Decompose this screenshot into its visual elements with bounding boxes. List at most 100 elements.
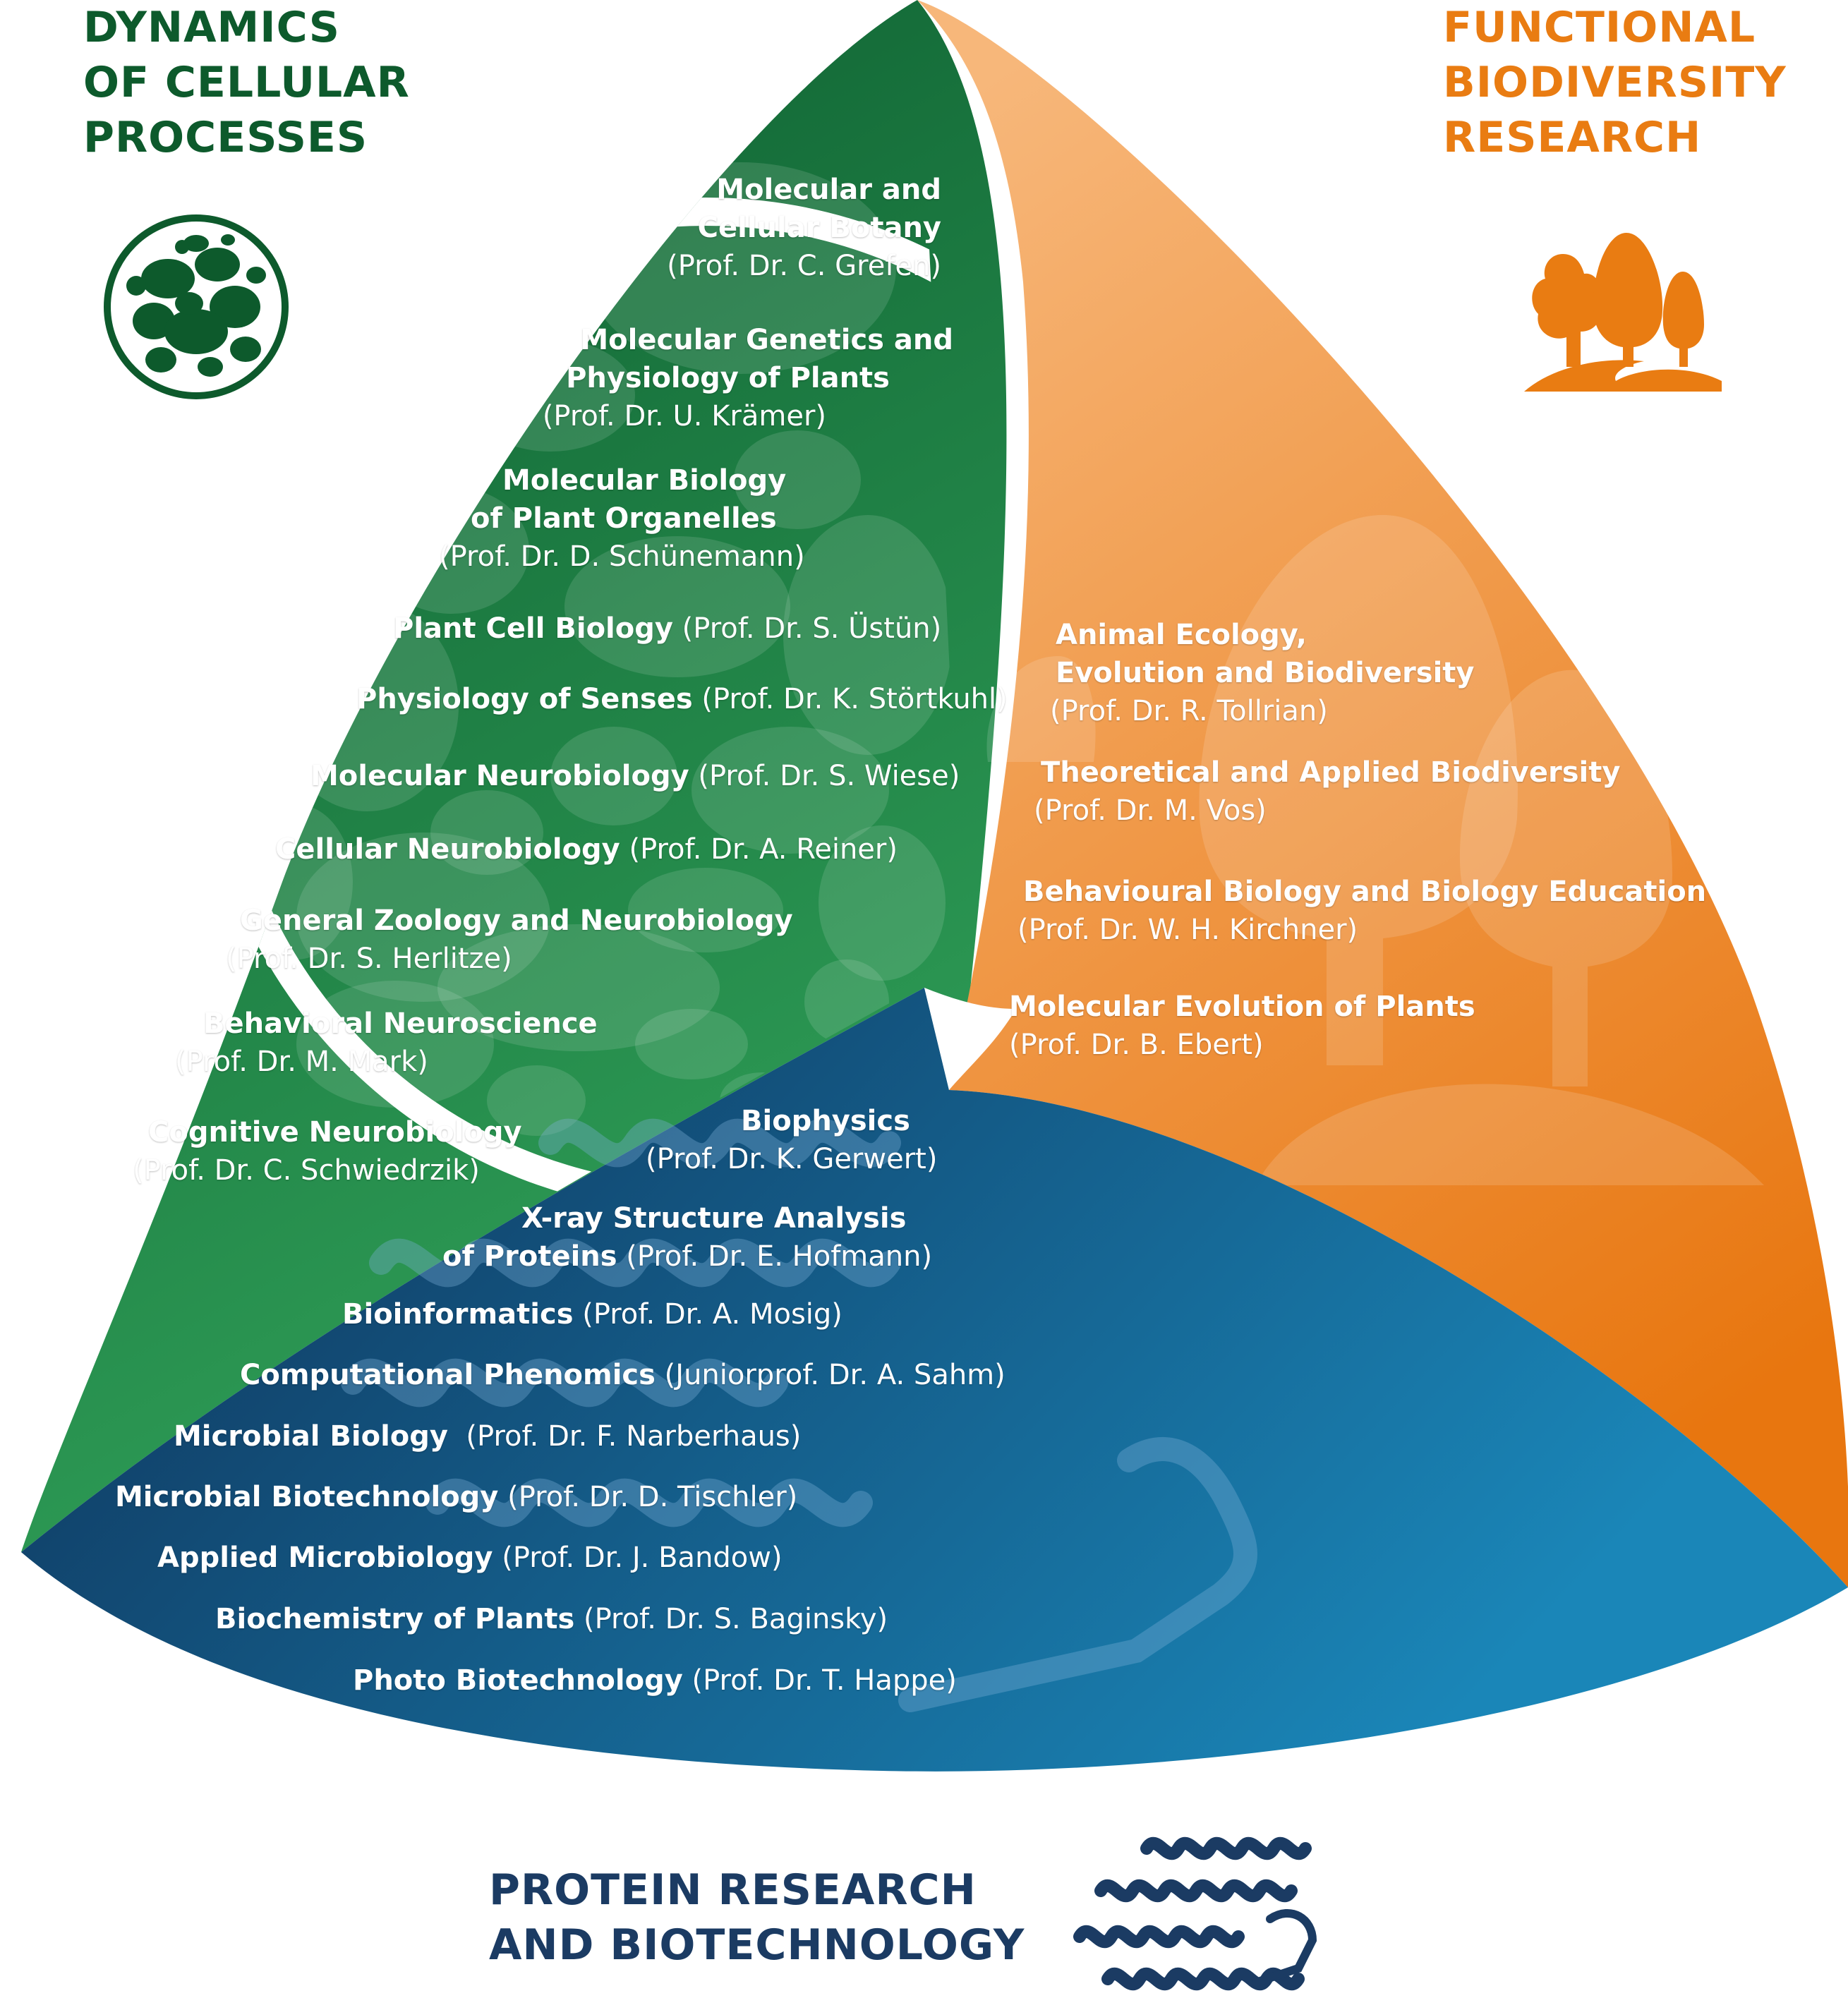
protein-sector — [21, 988, 1848, 1772]
group-general-zoology: General Zoology and Neurobiology (Prof. … — [226, 902, 793, 978]
group-name: Bioinformatics — [342, 1298, 574, 1331]
group-professor: (Prof. Dr. C. Grefen) — [667, 250, 941, 282]
group-professor: (Prof. Dr. T. Happe) — [682, 1664, 957, 1697]
cell-icon — [104, 214, 289, 399]
cell-icon-organelle — [145, 347, 176, 373]
cell-bubble — [437, 924, 720, 1051]
group-professor: (Juniorprof. Dr. A. Sahm) — [655, 1359, 1005, 1391]
cellular-sector — [21, 0, 1007, 1552]
cell-icon-organelle — [210, 286, 260, 328]
cell-icon-organelle — [230, 337, 261, 362]
group-name: Cellular Botany — [697, 212, 941, 244]
group-professor: (Prof. Dr. A. Mosig) — [573, 1298, 843, 1331]
group-plant-organelles: Molecular Biology of Plant Organelles (P… — [439, 461, 805, 576]
group-behavioral-neuroscience: Behavioral Neuroscience (Prof. Dr. M. Ma… — [175, 1005, 598, 1081]
cellular-title-line: OF CELLULAR — [83, 58, 410, 107]
cell-icon-organelle — [126, 276, 146, 296]
biodiversity-title: FUNCTIONAL BIODIVERSITY RESEARCH — [1443, 0, 1787, 165]
cell-bubble — [635, 1009, 748, 1079]
group-behavioural-biology: Behavioural Biology and Biology Educatio… — [1017, 873, 1706, 949]
group-name: X-ray Structure Analysis — [521, 1202, 907, 1235]
group-professor: (Prof. Dr. F. Narberhaus) — [447, 1420, 802, 1453]
group-professor: (Prof. Dr. D. Tischler) — [498, 1481, 798, 1513]
group-plant-cell-biology: Plant Cell Biology (Prof. Dr. S. Üstün) — [393, 610, 941, 648]
group-professor: (Prof. Dr. W. H. Kirchner) — [1017, 914, 1358, 946]
group-name: Physiology of Senses — [356, 683, 693, 715]
cell-bubble — [296, 981, 494, 1108]
group-professor: (Prof. Dr. C. Schwiedrzik) — [133, 1154, 480, 1187]
group-professor: (Prof. Dr. S. Herlitze) — [226, 943, 512, 975]
group-professor: (Prof. Dr. A. Reiner) — [620, 833, 898, 866]
group-cellular-botany: Molecular and Cellular Botany (Prof. Dr.… — [667, 171, 941, 285]
group-professor: (Prof. Dr. K. Störtkuhl) — [692, 683, 1008, 715]
group-name: Behavioral Neuroscience — [203, 1007, 598, 1040]
protein-title-line: PROTEIN RESEARCH — [489, 1865, 977, 1915]
group-name: Molecular Genetics and — [580, 324, 953, 356]
group-name: of Proteins — [442, 1240, 617, 1273]
cell-icon-organelle — [246, 267, 266, 284]
protein-helix-icon — [1073, 1836, 1317, 1991]
cellular-title: DYNAMICS OF CELLULAR PROCESSES — [83, 0, 410, 165]
group-name: Microbial Biotechnology — [115, 1481, 499, 1513]
cell-icon-organelle — [175, 292, 203, 315]
trees-icon — [1524, 233, 1722, 392]
group-name: Behavioural Biology and Biology Educatio… — [1023, 876, 1707, 908]
biodiversity-title-line: FUNCTIONAL — [1443, 3, 1756, 52]
cell-icon-organelle — [133, 303, 175, 339]
cellular-title-line: PROCESSES — [83, 113, 368, 162]
cell-bubble — [692, 727, 889, 854]
group-biophysics: Biophysics (Prof. Dr. K. Gerwert) — [646, 1102, 937, 1178]
group-professor: (Prof. Dr. D. Schünemann) — [439, 540, 805, 573]
group-name: Plant Cell Biology — [393, 612, 673, 645]
group-name: Computational Phenomics — [240, 1359, 656, 1391]
cell-icon-organelle — [175, 240, 189, 254]
group-name: Cellular Neurobiology — [275, 833, 620, 866]
group-name: Applied Microbiology — [157, 1542, 493, 1574]
biodiversity-sector — [917, 0, 1848, 1587]
group-name: Microbial Biology — [174, 1420, 448, 1453]
group-name: Biochemistry of Plants — [215, 1603, 575, 1635]
group-name: Theoretical and Applied Biodiversity — [1041, 756, 1621, 789]
group-professor: (Prof. Dr. K. Gerwert) — [646, 1143, 938, 1175]
biodiversity-title-line: BIODIVERSITY — [1443, 58, 1787, 107]
group-name: Molecular Evolution of Plants — [1009, 991, 1475, 1023]
cell-bubble — [628, 868, 783, 952]
group-name: Biophysics — [741, 1105, 910, 1137]
group-professor: (Prof. Dr. S. Üstün) — [672, 612, 942, 645]
group-name: of Plant Organelles — [471, 502, 777, 535]
group-name: Animal Ecology, — [1056, 619, 1307, 651]
group-professor: (Prof. Dr. U. Krämer) — [542, 400, 826, 432]
group-name: Molecular Biology — [502, 464, 787, 497]
group-professor: (Prof. Dr. S. Baginsky) — [574, 1603, 888, 1635]
biodiversity-title-line: RESEARCH — [1443, 113, 1702, 162]
group-physiology-senses: Physiology of Senses (Prof. Dr. K. Stört… — [356, 680, 1008, 718]
group-biochemistry-plants: Biochemistry of Plants (Prof. Dr. S. Bag… — [215, 1600, 888, 1638]
group-plant-genetics: Molecular Genetics and Physiology of Pla… — [543, 321, 953, 435]
group-molecular-evolution: Molecular Evolution of Plants (Prof. Dr.… — [1009, 988, 1475, 1064]
group-cognitive-neurobiology: Cognitive Neurobiology (Prof. Dr. C. Sch… — [133, 1113, 522, 1189]
group-microbial-biotechnology: Microbial Biotechnology (Prof. Dr. D. Ti… — [115, 1478, 797, 1516]
tree-watermark — [986, 515, 1764, 1185]
group-professor: (Prof. Dr. S. Wiese) — [689, 760, 960, 792]
cellular-title-line: DYNAMICS — [83, 3, 340, 52]
group-name: Evolution and Biodiversity — [1056, 657, 1475, 689]
group-name: Physiology of Plants — [566, 362, 890, 394]
helix-watermark — [341, 1118, 1257, 1712]
group-professor: (Prof. Dr. B. Ebert) — [1009, 1029, 1264, 1061]
cell-bubble — [783, 515, 953, 755]
group-name: Molecular and — [716, 174, 941, 206]
cell-bubble — [430, 790, 543, 875]
group-name: General Zoology and Neurobiology — [240, 904, 793, 937]
cell-icon-organelle — [164, 309, 228, 354]
group-professor: (Prof. Dr. M. Mark) — [175, 1046, 428, 1078]
group-photo-biotechnology: Photo Biotechnology (Prof. Dr. T. Happe) — [353, 1661, 957, 1700]
cell-icon-organelle — [195, 248, 240, 281]
group-computational-phenomics: Computational Phenomics (Juniorprof. Dr.… — [240, 1356, 1005, 1394]
group-professor: (Prof. Dr. J. Bandow) — [493, 1542, 783, 1574]
cell-icon-organelle — [198, 357, 223, 377]
cell-bubble — [296, 833, 550, 1002]
center-gap — [924, 988, 1016, 1090]
cell-bubble — [819, 825, 946, 981]
group-professor: (Prof. Dr. E. Hofmann) — [617, 1240, 933, 1273]
group-microbial-biology: Microbial Biology (Prof. Dr. F. Narberha… — [174, 1417, 801, 1455]
